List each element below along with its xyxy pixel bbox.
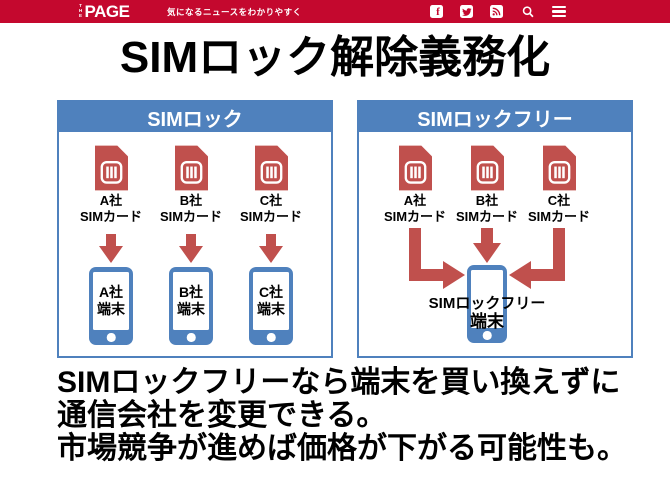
sim-card-icon — [398, 145, 432, 191]
brand-logo[interactable]: THE PAGE — [78, 0, 130, 23]
phone-icon: B社 端末 — [169, 267, 213, 345]
caption-line-2: 通信会社を変更できる。 — [57, 399, 387, 432]
sim-free-panel: SIMロックフリー A社 SIMカード — [357, 100, 633, 358]
sim-free-column-a: A社 SIMカード — [375, 132, 455, 224]
down-arrow-icon — [179, 234, 203, 263]
sim-label: C社 SIMカード — [239, 193, 303, 224]
rss-icon[interactable] — [490, 5, 503, 18]
brand-the-text: THE — [78, 3, 83, 18]
sim-card-icon — [174, 145, 208, 191]
home-button-icon — [186, 333, 196, 342]
phone-icon — [467, 265, 507, 343]
brand-tagline: 気になるニュースをわかりやすく — [167, 6, 302, 17]
page-title: SIMロック解除義務化 — [119, 33, 551, 82]
header-icons: f — [430, 0, 566, 23]
down-arrow-icon — [259, 234, 283, 263]
phone-icon: A社 端末 — [89, 267, 133, 345]
down-arrow-icon — [99, 234, 123, 263]
twitter-icon[interactable] — [460, 5, 473, 18]
home-button-icon — [482, 331, 492, 340]
sim-card-icon — [470, 145, 504, 191]
sim-label: B社 SIMカード — [159, 193, 223, 224]
sim-free-column-b: B社 SIMカード — [447, 132, 527, 224]
sim-label: C社 SIMカード — [527, 193, 591, 224]
sim-card-icon — [542, 145, 576, 191]
caption-line-3: 市場競争が進めば価格が下がる可能性も。 — [57, 432, 627, 465]
home-button-icon — [106, 333, 116, 342]
sim-label: A社 SIMカード — [79, 193, 143, 224]
sim-lock-panel: SIMロック A社 SIMカード — [57, 100, 333, 358]
sim-free-column-c: C社 SIMカード — [519, 132, 599, 224]
facebook-icon[interactable]: f — [430, 5, 443, 18]
phone-icon: C社 端末 — [249, 267, 293, 345]
home-button-icon — [266, 333, 276, 342]
sim-card-icon — [94, 145, 128, 191]
sim-free-panel-title: SIMロックフリー — [359, 102, 631, 132]
header-bar: THE PAGE 気になるニュースをわかりやすく f — [0, 0, 670, 23]
caption-text: SIMロックフリーなら端末を買い換えずに 通信会社を変更できる。 市場競争が進め… — [57, 366, 657, 465]
sim-label: B社 SIMカード — [455, 193, 519, 224]
sim-label: A社 SIMカード — [383, 193, 447, 224]
sim-lock-column-a: A社 SIMカード A社 端末 — [71, 132, 151, 345]
sim-card-icon — [254, 145, 288, 191]
brand-page-text: PAGE — [84, 2, 130, 21]
search-icon[interactable] — [520, 4, 535, 19]
menu-icon[interactable] — [552, 4, 566, 19]
caption-line-1: SIMロックフリーなら端末を買い換えずに — [57, 366, 621, 399]
sim-lock-column-c: C社 SIMカード C社 端末 — [231, 132, 311, 345]
sim-lock-panel-title: SIMロック — [59, 102, 331, 132]
sim-lock-column-b: B社 SIMカード B社 端末 — [151, 132, 231, 345]
